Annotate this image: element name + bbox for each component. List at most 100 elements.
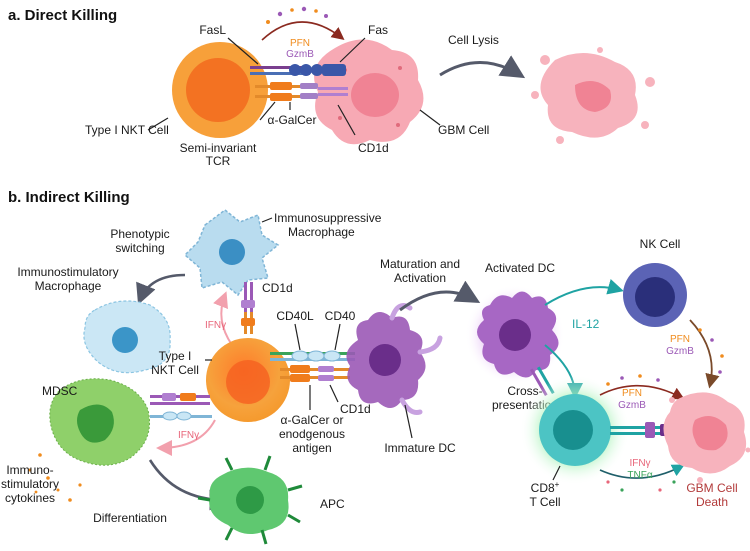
pfn-cd8-label: PFN: [622, 388, 642, 399]
nk-cell-label: NK Cell: [640, 237, 681, 251]
immature-dc: [346, 303, 443, 415]
tcr-cd1d-bridge: [255, 82, 348, 101]
tcr-cd1d-dc-bridge: [280, 365, 350, 382]
nkt-cell-a: [172, 42, 268, 138]
cd1d-leader-a: [337, 104, 356, 136]
ifng-arrow-mdsc: [156, 419, 216, 456]
granule-arc-a: [261, 6, 345, 41]
nkt-label-a: Type I NKT Cell: [85, 123, 169, 137]
panel-b-title: b. Indirect Killing: [8, 189, 130, 206]
cd8-granule-dots: [606, 374, 660, 386]
tcr-leader: [259, 101, 276, 121]
fas-label: Fas: [368, 23, 388, 37]
cd1d-bottom-label: CD1d: [340, 402, 371, 416]
ifng-arrow-top: [213, 291, 233, 346]
tnfa-label: TNFα: [627, 470, 652, 481]
fasl-leader: [227, 37, 259, 65]
tcr-label-line1: Semi-invariant: [180, 141, 257, 155]
cytokines-label-line1: Immuno-: [6, 463, 53, 477]
cd40-label: CD40: [325, 309, 356, 323]
immunostimulatory-macrophage: [83, 300, 171, 374]
maturation-label-line2: Activation: [394, 271, 446, 285]
gbm-cell-b: [663, 392, 750, 483]
activated-dc: [477, 291, 559, 378]
maturation-label-line1: Maturation and: [380, 257, 460, 271]
fasl-label: FasL: [199, 23, 226, 37]
phenotypic-switch-arrow: [136, 273, 186, 305]
antigen-label-line3: antigen: [292, 441, 331, 455]
il12-label: IL-12: [572, 317, 600, 331]
cd8-label-text: CD8: [531, 481, 555, 495]
cytokines-label-line2: stimulatory: [1, 477, 59, 491]
cd8-granule-arrow: [599, 384, 685, 400]
death-label-line1: GBM Cell: [686, 481, 737, 495]
cd1d-bottom-leader: [329, 384, 339, 403]
cd40l-leader: [294, 323, 301, 351]
nkt-label-b-line2: NKT Cell: [151, 363, 199, 377]
activated-dc-label: Activated DC: [485, 261, 555, 275]
cell-lysis-label: Cell Lysis: [448, 33, 499, 47]
cell-lysis-arrow: [439, 55, 526, 79]
cytokines-label-line3: cytokines: [5, 491, 55, 505]
cd40l-label: CD40L: [276, 309, 314, 323]
galcer-label: α-GalCer: [268, 113, 317, 127]
cytokine-dots: [28, 453, 82, 502]
cd40-leader: [334, 323, 341, 351]
pfn-label-a: PFN: [290, 38, 310, 49]
differentiation-label: Differentiation: [93, 511, 167, 525]
ifng-label-top: IFNγ: [205, 320, 226, 331]
cd8-t-cell: [539, 394, 611, 466]
immunosup-leader: [261, 217, 273, 223]
cd8-cytokine-arrow: [599, 464, 685, 479]
immunosuppressive-macrophage: [183, 209, 280, 297]
ifng-cd8-label: IFNγ: [629, 458, 650, 469]
apc-label: APC: [320, 497, 345, 511]
antigen-label-line2: enodgenous: [279, 427, 345, 441]
maturation-arrow: [399, 280, 481, 312]
panel-a-title: a. Direct Killing: [8, 7, 117, 24]
nk-to-gbm-arrow: [689, 319, 720, 389]
antigen-label-line1: α-GalCer or: [281, 413, 344, 427]
pfn-nk-label: PFN: [670, 334, 690, 345]
cd1d-label-a: CD1d: [358, 141, 389, 155]
gzmb-cd8-label: GzmB: [618, 400, 646, 411]
mdsc-nkt-bridge: [150, 393, 212, 421]
immunostim-label-line2: Macrophage: [35, 279, 102, 293]
gbm-cell-a: [314, 39, 424, 145]
cd8-leader: [552, 465, 561, 481]
immunosup-label-line1: Immunosuppressive: [274, 211, 382, 225]
gzmb-nk-label: GzmB: [666, 346, 694, 357]
mdsc: [49, 378, 150, 466]
gzmb-label-a: GzmB: [286, 49, 314, 60]
nkt-label-b-line1: Type I: [159, 349, 192, 363]
fasl-fas-bridge: [250, 64, 346, 76]
immunosup-label-line2: Macrophage: [288, 225, 355, 239]
cd8-label-sup: +: [555, 480, 560, 489]
apc: [197, 455, 303, 545]
cd8-label-line2: T Cell: [529, 495, 560, 509]
immunostim-label-line1: Immunostimulatory: [17, 265, 118, 279]
lysed-gbm-cell: [531, 47, 655, 144]
immature-dc-label: Immature DC: [384, 441, 456, 455]
death-label-line2: Death: [696, 495, 728, 509]
mdsc-label: MDSC: [42, 384, 78, 398]
cd1d-top-label: CD1d: [262, 281, 293, 295]
nk-cell: [623, 263, 687, 327]
nkt-cell-b: [206, 338, 290, 422]
immature-dc-leader: [404, 404, 413, 439]
ifng-label-mdsc: IFNγ: [178, 430, 199, 441]
il12-arrow-nk: [544, 279, 624, 306]
nkt-leader-a: [147, 117, 169, 131]
cd8-label-line1: CD8+: [531, 480, 560, 495]
cd8-cytokine-dots: [606, 480, 676, 492]
phenotypic-label-line2: switching: [115, 241, 164, 255]
gbm-label-a: GBM Cell: [438, 123, 489, 137]
gbm-leader-a: [419, 109, 441, 126]
cd1d-top-receptor: [241, 282, 255, 334]
phenotypic-label-line1: Phenotypic: [110, 227, 169, 241]
tcr-label-line2: TCR: [206, 154, 231, 168]
nk-granule-dots: [698, 328, 724, 374]
fas-leader: [339, 37, 366, 63]
cd40l-cd40-bridge: [270, 350, 355, 362]
